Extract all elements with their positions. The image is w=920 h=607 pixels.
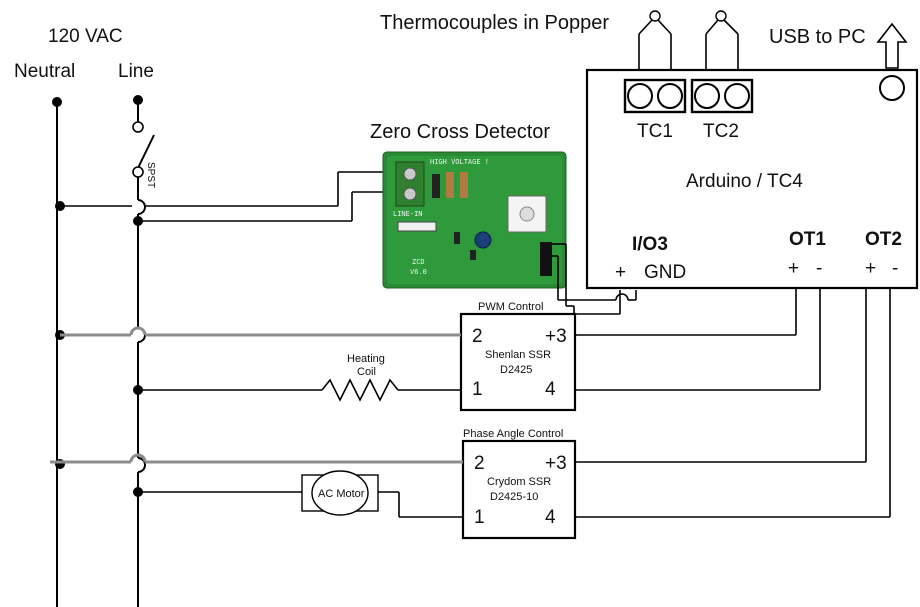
ssr1-pin3: +3 <box>545 326 567 347</box>
zcd-board-model: ZCD <box>412 258 425 266</box>
io3-label: I/O3 <box>632 234 668 255</box>
ssr1-name: Shenlan SSR <box>485 349 551 361</box>
ssr1-model: D2425 <box>500 364 532 376</box>
heating-coil-circuit: Heating Coil <box>133 353 461 402</box>
motor-circuit: AC Motor <box>133 470 463 518</box>
ssr1-pin2: 2 <box>472 326 483 347</box>
ot2-label: OT2 <box>865 229 902 250</box>
ssr2-pin3: +3 <box>545 453 567 474</box>
io3-gnd-label: GND <box>644 262 686 283</box>
tc1-probe-wires <box>638 10 672 80</box>
ssr1-mains-wire <box>55 326 461 340</box>
arduino-title: Arduino / TC4 <box>686 171 803 192</box>
ot2-minus-label: - <box>892 258 898 279</box>
thermocouples-title: Thermocouples in Popper <box>380 12 609 34</box>
usb-port <box>879 75 905 101</box>
tc2-connector <box>690 78 754 114</box>
io3-plus-label: + <box>615 262 626 283</box>
spst-switch: SPST <box>132 134 156 188</box>
zcd-title: Zero Cross Detector <box>370 121 550 143</box>
neutral-rail <box>52 97 62 607</box>
ssr1-caption: PWM Control <box>478 301 543 313</box>
ssr2-pin1: 1 <box>474 507 485 528</box>
ssr1-box: 2 +3 Shenlan SSR D2425 1 4 <box>459 312 577 412</box>
line-label: Line <box>118 61 154 82</box>
zcd-board-version: V6.0 <box>410 268 427 276</box>
ot1-plus-label: + <box>788 258 799 279</box>
ssr2-control-wires <box>575 288 891 518</box>
ssr2-name: Crydom SSR <box>487 476 551 488</box>
spst-label: SPST <box>145 162 156 188</box>
tc1-label: TC1 <box>637 121 673 142</box>
ssr1-pin1: 1 <box>472 379 483 400</box>
ac-motor-label: AC Motor <box>318 488 365 500</box>
tc1-connector <box>623 78 687 114</box>
arduino-tc4-box: TC1 TC2 Arduino / TC4 I/O3 + GND OT1 OT2… <box>585 68 919 290</box>
zcd-board-text-2: LINE-IN <box>393 210 423 218</box>
ssr2-model: D2425-10 <box>490 491 538 503</box>
usb-arrow-icon <box>876 22 908 69</box>
ot2-plus-label: + <box>865 258 876 279</box>
heater-label-line2: Coil <box>357 366 376 378</box>
line-rail: SPST <box>132 95 156 607</box>
neutral-label: Neutral <box>14 61 75 82</box>
zcd-board-text-1: HIGH VOLTAGE ! <box>430 158 489 166</box>
ssr2-box: 2 +3 Crydom SSR D2425-10 1 4 <box>461 439 577 540</box>
usb-label: USB to PC <box>769 26 866 48</box>
supply-voltage-label: 120 VAC <box>48 26 123 47</box>
heating-coil-resistor <box>321 378 399 402</box>
ot1-minus-label: - <box>816 258 822 279</box>
ssr1-control-wires <box>575 288 821 391</box>
ssr1-pin4: 4 <box>545 379 556 400</box>
ac-motor: AC Motor <box>301 470 379 516</box>
zcd-output-wires <box>552 243 637 315</box>
tc2-label: TC2 <box>703 121 739 142</box>
ssr2-caption: Phase Angle Control <box>463 428 563 440</box>
ssr2-pin2: 2 <box>474 453 485 474</box>
zcd-board: HIGH VOLTAGE ! LINE-IN ZCD V6.0 <box>382 151 567 289</box>
ot1-label: OT1 <box>789 229 826 250</box>
ssr2-mains-wire <box>50 453 463 469</box>
zcd-mains-wires <box>55 171 402 226</box>
heater-label-line1: Heating <box>347 353 385 365</box>
ssr2-pin4: 4 <box>545 507 556 528</box>
